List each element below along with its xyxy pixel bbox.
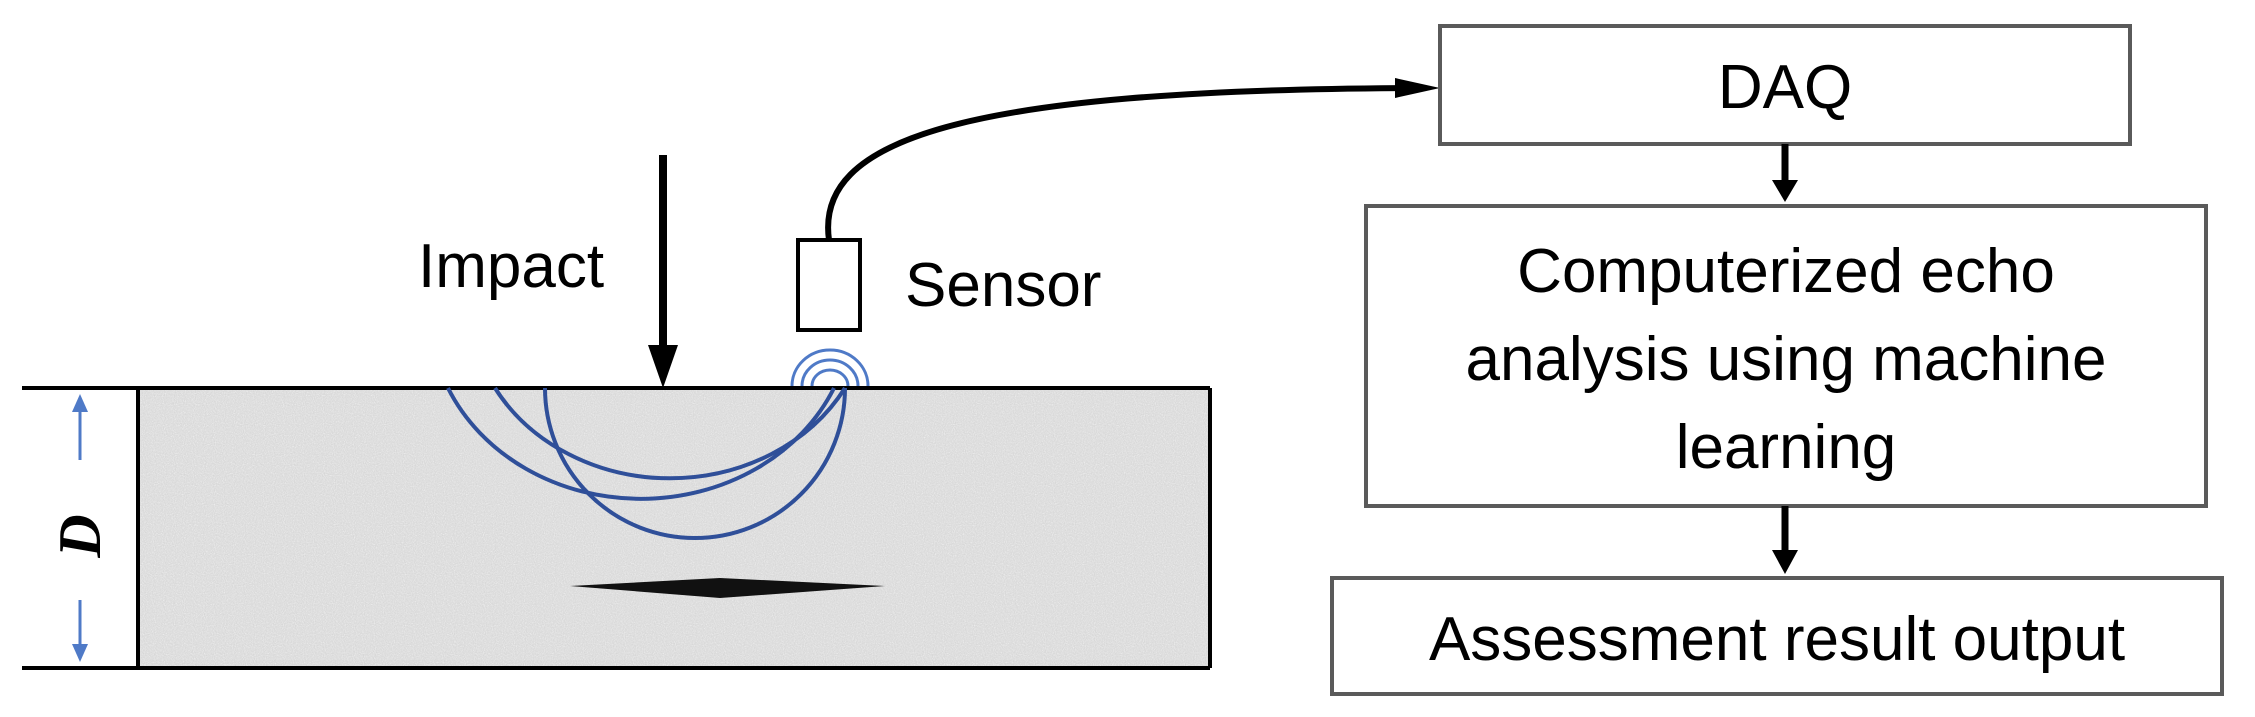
sensor-label: Sensor <box>905 251 1101 320</box>
daq-box: DAQ <box>1438 24 2132 146</box>
analysis-line-2: analysis using machine <box>1465 325 2106 394</box>
depth-dimension <box>72 394 88 662</box>
analysis-line-1: Computerized echo <box>1517 237 2055 306</box>
sensor-icon <box>796 238 862 332</box>
output-box: Assessment result output <box>1330 576 2224 696</box>
daq-label: DAQ <box>1718 53 1852 122</box>
internal-defect <box>570 578 885 598</box>
output-label: Assessment result output <box>1429 605 2125 674</box>
wave-arc-outer <box>446 387 836 501</box>
concrete-slab <box>22 386 1212 670</box>
flow-arrow-2 <box>1772 506 1798 574</box>
sensor-receive-waves <box>790 348 870 387</box>
stress-waves <box>446 386 847 540</box>
wave-arc-inner <box>543 387 847 540</box>
impact-label: Impact <box>418 232 604 301</box>
flow-arrow-1 <box>1772 144 1798 202</box>
cable-arrowhead <box>1395 78 1440 98</box>
sensor-cable <box>825 85 1411 241</box>
depth-label: D <box>47 514 113 558</box>
analysis-box: Computerized echo analysis using machine… <box>1364 204 2208 508</box>
impact-arrow <box>648 155 678 388</box>
analysis-line-3: learning <box>1676 413 1897 482</box>
